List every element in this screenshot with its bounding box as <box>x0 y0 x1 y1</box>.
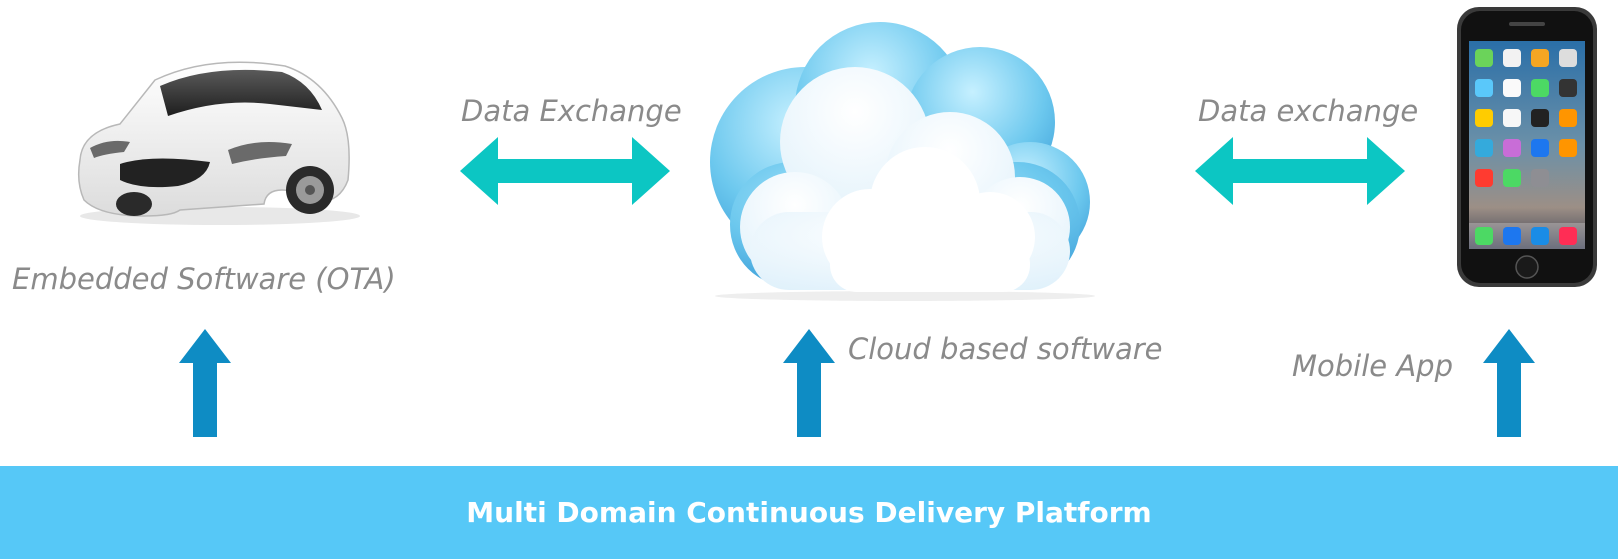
up-arrow-center <box>783 329 835 437</box>
bidirectional-arrow-right <box>1195 137 1405 205</box>
cloud-icon <box>710 22 1095 301</box>
bidirectional-arrow-left <box>460 137 670 205</box>
car-icon <box>77 61 360 225</box>
data-exchange-right-label: Data exchange <box>1198 94 1419 128</box>
platform-bar: Multi Domain Continuous Delivery Platfor… <box>0 466 1618 559</box>
data-exchange-left-label: Data Exchange <box>461 94 682 128</box>
platform-label: Multi Domain Continuous Delivery Platfor… <box>466 496 1152 529</box>
mobile-app-label: Mobile App <box>1292 349 1454 383</box>
embedded-software-label: Embedded Software (OTA) <box>12 262 396 296</box>
up-arrow-left <box>179 329 231 437</box>
up-arrow-right <box>1483 329 1535 437</box>
cloud-software-label: Cloud based software <box>848 332 1163 366</box>
smartphone-icon <box>1457 7 1597 287</box>
